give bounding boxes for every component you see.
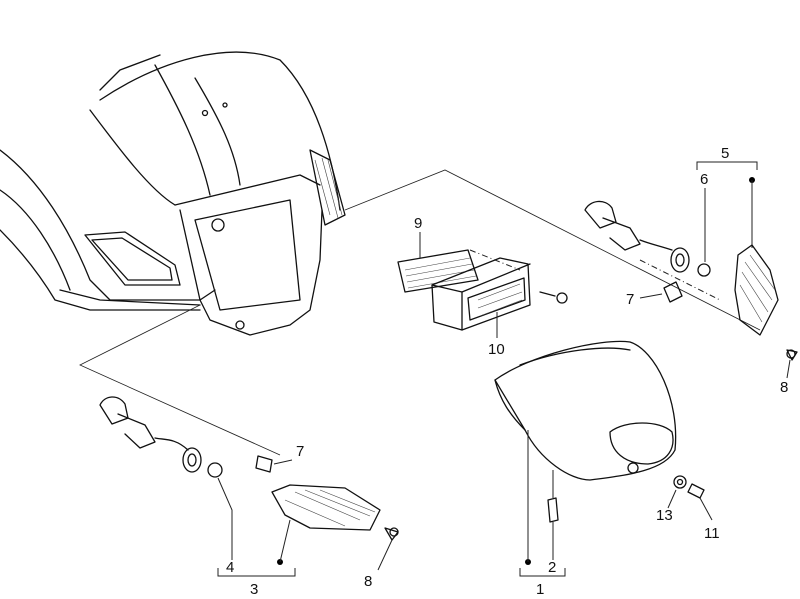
callout-11: 11 (704, 525, 720, 542)
part-1-tail-light (494, 340, 713, 577)
callout-3: 3 (250, 581, 258, 598)
callout-labels: 1 2 3 4 5 6 7 7 8 8 9 10 11 13 (226, 145, 788, 598)
part-9-reflector-lens (397, 232, 479, 293)
callout-8-right: 8 (780, 379, 788, 396)
callout-7-left: 7 (296, 443, 304, 460)
callout-8-left: 8 (364, 573, 372, 590)
callout-1: 1 (536, 581, 544, 598)
part-10-license-light-housing (431, 257, 568, 338)
callout-13: 13 (656, 507, 673, 524)
callout-9: 9 (414, 215, 422, 232)
part-5-right-turn-signal (584, 161, 798, 379)
callout-4: 4 (226, 559, 234, 576)
rear-body-fender (0, 51, 346, 336)
callout-10: 10 (488, 341, 505, 358)
callout-2: 2 (548, 559, 556, 576)
callout-7-right: 7 (626, 291, 634, 308)
assembly-reference-lines (79, 169, 761, 456)
part-3-left-turn-signal (99, 396, 399, 577)
callout-6: 6 (700, 171, 708, 188)
callout-5: 5 (721, 145, 729, 162)
